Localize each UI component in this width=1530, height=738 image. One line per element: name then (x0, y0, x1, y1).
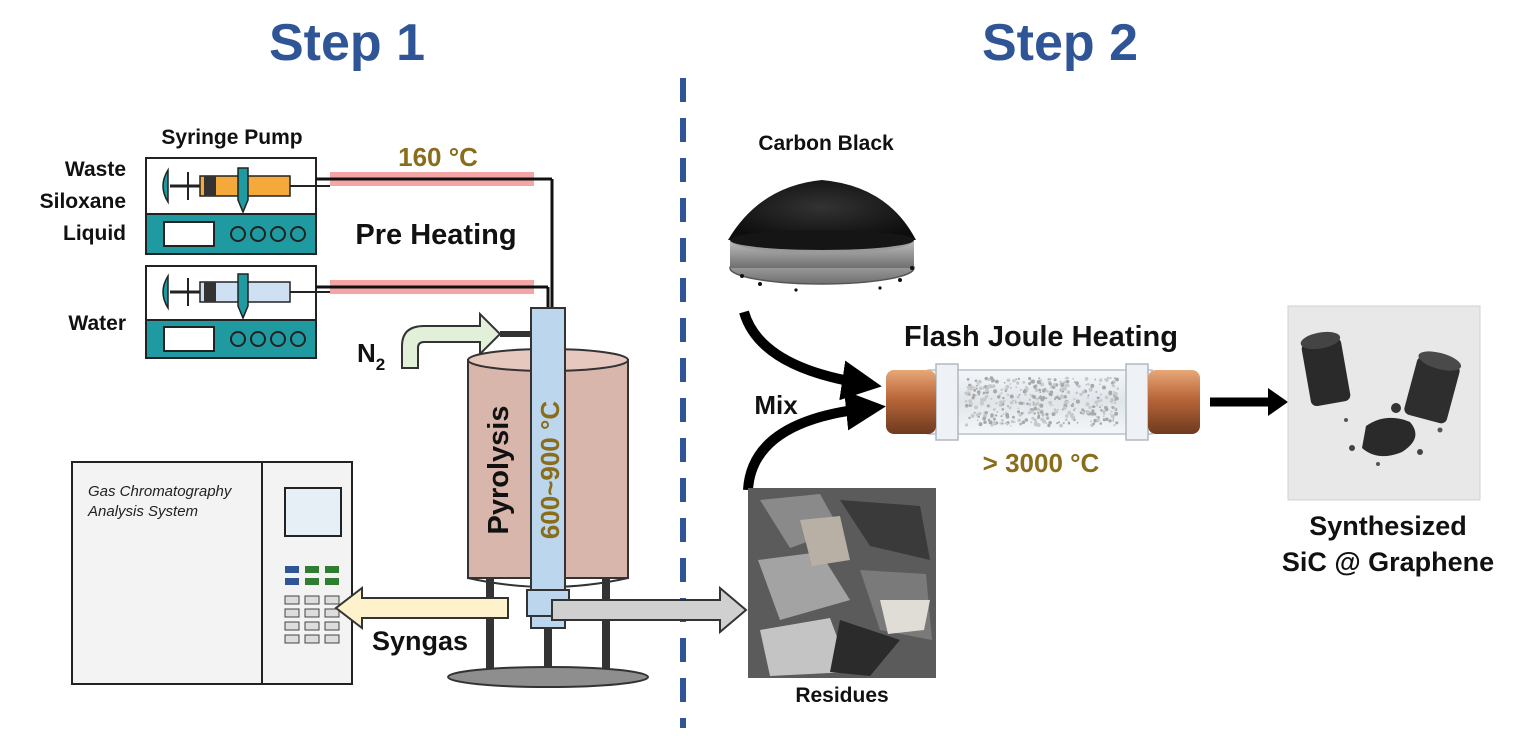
fjh-powder (964, 376, 1120, 428)
residues-image (748, 488, 936, 678)
product-arrow-head (1268, 388, 1288, 416)
step2-title: Step 2 (982, 14, 1138, 72)
pyrolysis-temperature: 600~900 °C (535, 401, 565, 540)
waste-label-line2: Siloxane (40, 190, 126, 213)
carbon-black-label: Carbon Black (758, 132, 894, 155)
product-label-line1: Synthesized (1309, 511, 1467, 541)
waste-label-line3: Liquid (63, 222, 126, 245)
fjh-tube (886, 363, 1200, 441)
syngas-arrow (334, 585, 509, 631)
gc-keypad (284, 566, 340, 644)
product-label-line2: SiC @ Graphene (1282, 547, 1494, 577)
mix-label: Mix (754, 390, 798, 420)
preheat-temperature: 160 °C (398, 142, 478, 172)
fjh-temperature: > 3000 °C (983, 448, 1100, 478)
mix-arrow-top (739, 310, 882, 401)
product-image (1287, 305, 1481, 501)
gc-label-line2: Analysis System (87, 503, 198, 520)
gc-screen (284, 487, 342, 537)
syngas-label: Syngas (372, 626, 468, 656)
syringe-pump-waste (145, 157, 330, 255)
mix-arrow-bottom (743, 390, 886, 491)
n2-inlet-arrow (401, 311, 502, 369)
residues-arrow (551, 585, 748, 635)
residues-label: Residues (795, 684, 888, 707)
gas-chromatography-system: Gas Chromatography Analysis System (71, 461, 353, 685)
fjh-label: Flash Joule Heating (904, 321, 1178, 353)
water-label: Water (68, 312, 126, 335)
copper-electrode-left (886, 370, 936, 434)
preheat-label: Pre Heating (355, 219, 516, 251)
syringe-pump-label: Syringe Pump (161, 126, 302, 149)
carbon-black-image (728, 180, 916, 292)
copper-electrode-right (1148, 370, 1200, 434)
gc-label-line1: Gas Chromatography (88, 483, 233, 500)
waste-label: Waste Siloxane Liquid (40, 158, 126, 245)
step1-title: Step 1 (269, 14, 425, 72)
syringe-pump-water (145, 265, 330, 359)
n2-label: N2 (357, 338, 385, 374)
reactor-tube (530, 307, 566, 629)
pyrolysis-label: Pyrolysis (483, 406, 515, 535)
waste-label-line1: Waste (65, 158, 126, 181)
